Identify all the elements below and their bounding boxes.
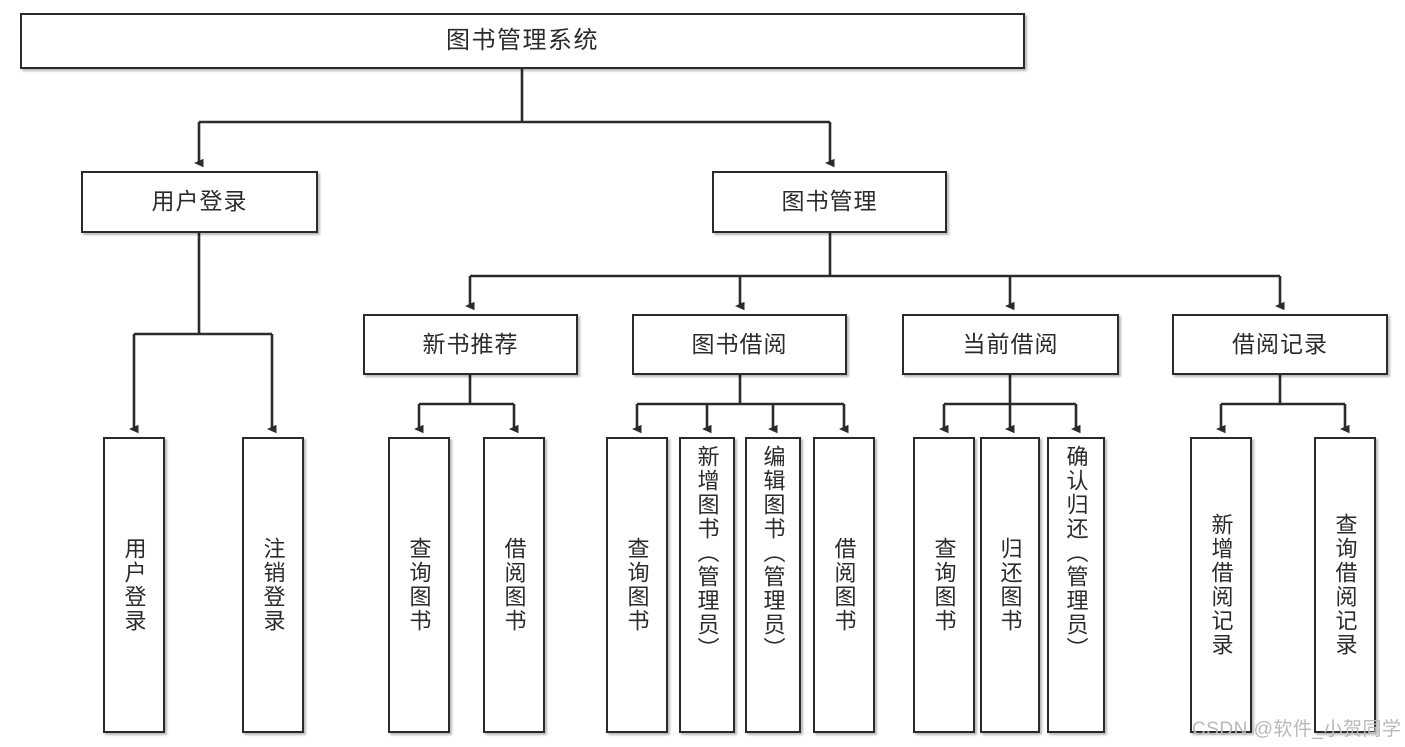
node-leaf-logout[interactable]: 注销登录: [242, 437, 304, 733]
node-leaf-query-book-3-label: 查询图书: [931, 537, 957, 633]
node-leaf-confirm-return[interactable]: 确认归还（管理员）: [1047, 437, 1105, 733]
node-user-login[interactable]: 用户登录: [81, 171, 318, 233]
node-new-book-recommend-label: 新书推荐: [422, 330, 519, 357]
node-leaf-user-login-label: 用户登录: [121, 537, 147, 633]
node-leaf-return-book[interactable]: 归还图书: [980, 437, 1040, 733]
node-leaf-borrow-book-1[interactable]: 借阅图书: [483, 437, 545, 733]
node-leaf-confirm-return-label: 确认归还（管理员）: [1063, 445, 1089, 661]
csdn-watermark: CSDN @软件_小贺同学: [1192, 719, 1402, 740]
node-root[interactable]: 图书管理系统: [20, 13, 1025, 69]
node-leaf-query-book-2[interactable]: 查询图书: [606, 437, 668, 733]
node-leaf-borrow-book-2-label: 借阅图书: [831, 537, 857, 633]
node-book-manage[interactable]: 图书管理: [712, 171, 947, 233]
node-user-login-label: 用户登录: [151, 188, 248, 215]
node-borrow-record-label: 借阅记录: [1232, 330, 1328, 357]
node-leaf-query-book-1[interactable]: 查询图书: [388, 437, 450, 733]
node-root-label: 图书管理系统: [446, 26, 599, 54]
node-borrow-record[interactable]: 借阅记录: [1172, 314, 1388, 375]
node-book-borrow[interactable]: 图书借阅: [632, 314, 847, 375]
node-leaf-add-book[interactable]: 新增图书（管理员）: [679, 437, 735, 733]
node-current-borrow[interactable]: 当前借阅: [902, 314, 1119, 375]
node-leaf-query-book-3[interactable]: 查询图书: [913, 437, 975, 733]
node-leaf-edit-book-label: 编辑图书（管理员）: [760, 445, 786, 661]
node-leaf-add-record[interactable]: 新增借阅记录: [1190, 437, 1252, 733]
node-leaf-query-record[interactable]: 查询借阅记录: [1314, 437, 1376, 733]
node-leaf-return-book-label: 归还图书: [997, 537, 1023, 633]
node-leaf-query-book-2-label: 查询图书: [624, 537, 650, 633]
node-leaf-add-record-label: 新增借阅记录: [1208, 513, 1234, 657]
node-leaf-add-book-label: 新增图书（管理员）: [694, 445, 720, 661]
node-leaf-query-record-label: 查询借阅记录: [1332, 513, 1358, 657]
node-leaf-borrow-book-2[interactable]: 借阅图书: [813, 437, 875, 733]
node-leaf-edit-book[interactable]: 编辑图书（管理员）: [745, 437, 801, 733]
node-leaf-logout-label: 注销登录: [260, 537, 286, 633]
node-book-manage-label: 图书管理: [781, 188, 878, 215]
node-current-borrow-label: 当前借阅: [962, 330, 1059, 357]
node-leaf-user-login[interactable]: 用户登录: [103, 437, 165, 733]
node-new-book-recommend[interactable]: 新书推荐: [363, 314, 578, 375]
node-leaf-query-book-1-label: 查询图书: [406, 537, 432, 633]
node-leaf-borrow-book-1-label: 借阅图书: [501, 537, 527, 633]
node-book-borrow-label: 图书借阅: [691, 330, 788, 357]
